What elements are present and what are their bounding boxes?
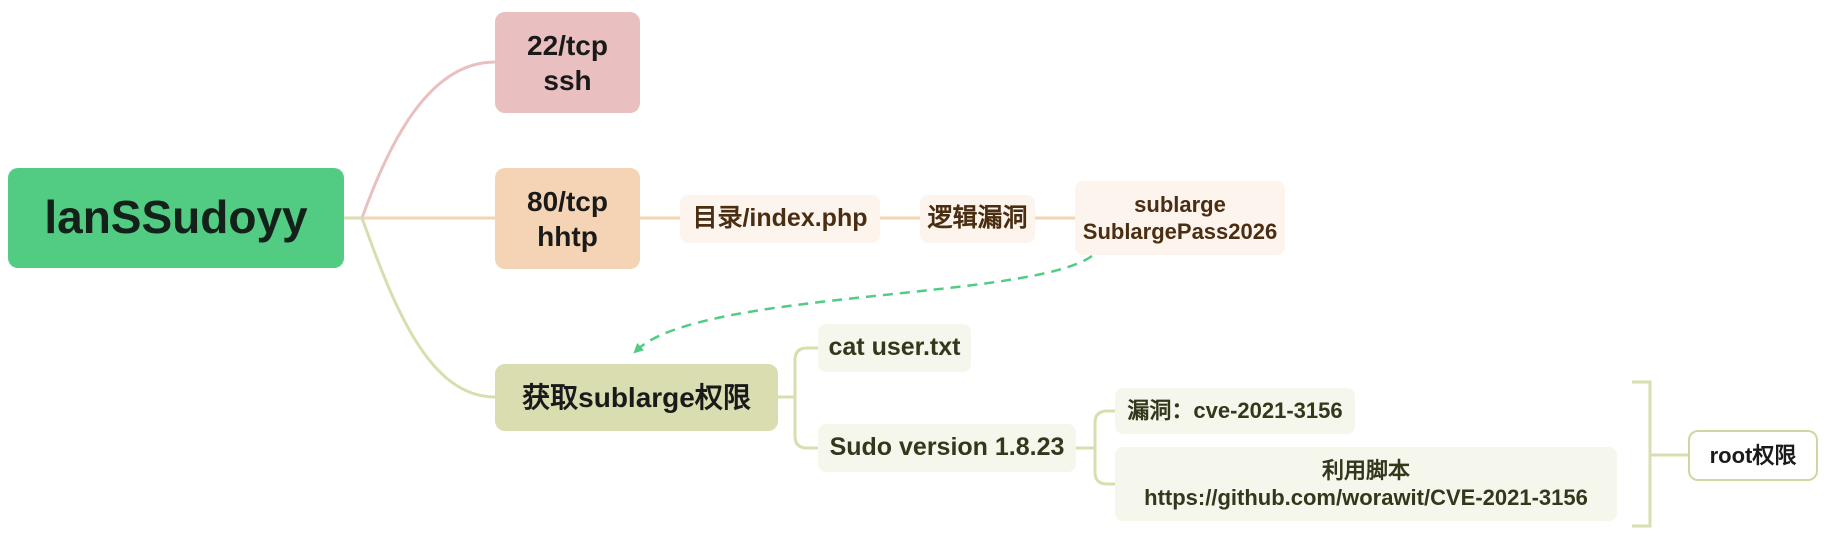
link-sudo-vuln <box>1076 409 1115 450</box>
port-ssh-node[interactable]: 22/tcp ssh <box>495 12 640 113</box>
sudo-version-node[interactable]: Sudo version 1.8.23 <box>818 424 1076 472</box>
user-flag-label: cat user.txt <box>828 333 961 362</box>
exploit-title: 利用脚本 <box>1321 457 1410 483</box>
exploit-script-node[interactable]: 利用脚本 https://github.com/worawit/CVE-2021… <box>1115 447 1617 521</box>
cve-label: 漏洞：cve-2021-3156 <box>1127 398 1343 424</box>
root-label: lanSSudoyy <box>44 191 308 244</box>
directory-label: 目录/index.php <box>692 204 868 233</box>
user-flag-node[interactable]: cat user.txt <box>818 324 971 372</box>
link-privilege-sudo <box>778 395 818 450</box>
port-http-line-1: 80/tcp <box>527 185 608 217</box>
cve-node[interactable]: 漏洞：cve-2021-3156 <box>1115 388 1355 434</box>
port-ssh-line-2: ssh <box>543 64 592 96</box>
logic-vuln-label: 逻辑漏洞 <box>927 204 1028 233</box>
link-root-ssh <box>344 60 496 220</box>
summary-bracket <box>1632 380 1652 528</box>
port-http-line-2: hhtp <box>537 220 598 252</box>
sudo-version-label: Sudo version 1.8.23 <box>829 433 1065 462</box>
directory-node[interactable]: 目录/index.php <box>680 195 880 243</box>
link-privilege-user <box>778 346 818 399</box>
relation-credentials-to-privilege <box>633 254 1093 354</box>
credentials-username: sublarge <box>1134 191 1226 217</box>
exploit-url[interactable]: https://github.com/worawit/CVE-2021-3156 <box>1144 485 1588 510</box>
credentials-password: SublargePass2026 <box>1082 219 1278 244</box>
link-sudo-exploit <box>1076 446 1115 486</box>
root-privilege-summary[interactable]: root权限 <box>1688 430 1818 481</box>
privilege-label: 获取sublarge权限 <box>522 382 751 413</box>
root-node[interactable]: lanSSudoyy <box>8 168 344 268</box>
privilege-node[interactable]: 获取sublarge权限 <box>495 364 778 431</box>
root-privilege-label: root权限 <box>1709 442 1797 468</box>
link-root-privilege <box>344 216 496 399</box>
credentials-node[interactable]: sublarge SublargePass2026 <box>1075 181 1285 255</box>
logic-vuln-node[interactable]: 逻辑漏洞 <box>920 195 1035 243</box>
port-http-node[interactable]: 80/tcp hhtp <box>495 168 640 269</box>
port-ssh-line-1: 22/tcp <box>527 29 608 61</box>
